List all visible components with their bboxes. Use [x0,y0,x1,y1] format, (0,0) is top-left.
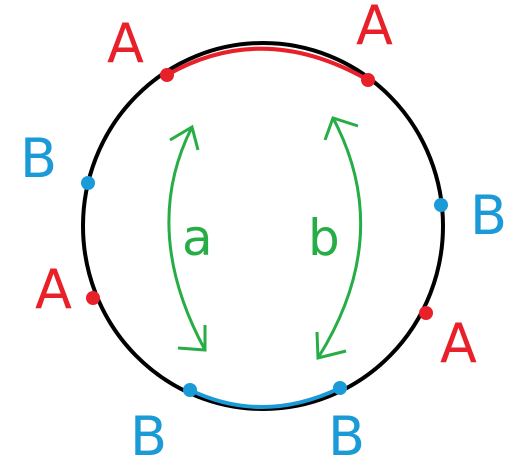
point-dot-bottom-left [183,383,197,397]
arrow-right-head-bottom [315,331,347,360]
point-dot-mid-left [81,176,95,190]
arrow-right-curve [316,117,363,359]
arrow-label-b: b [308,209,340,267]
point-label-top-right: A [356,0,393,57]
arrow-label-a: a [182,209,213,267]
point-label-top-left: A [107,12,144,75]
arrow-left-head-top [169,124,200,151]
point-label-lower-right: A [440,312,477,375]
point-dot-mid-right [434,198,448,212]
point-label-bottom-left: B [130,405,167,468]
point-dot-lower-left [86,291,100,305]
arc-top [166,46,369,82]
arrow-right-head-top [323,116,359,141]
arrow-left-curve [167,126,207,351]
point-label-lower-left: A [35,258,72,321]
arc-bottom [189,386,341,409]
point-dot-lower-right [419,306,433,320]
circle [81,41,445,411]
arrow-left-head-bottom [177,325,207,352]
point-dot-top-left [160,68,174,82]
point-dot-top-right [361,73,375,87]
point-label-mid-left: B [20,127,57,190]
point-dot-bottom-right [333,381,347,395]
point-label-bottom-right: B [328,405,365,468]
point-label-mid-right: B [470,184,507,247]
